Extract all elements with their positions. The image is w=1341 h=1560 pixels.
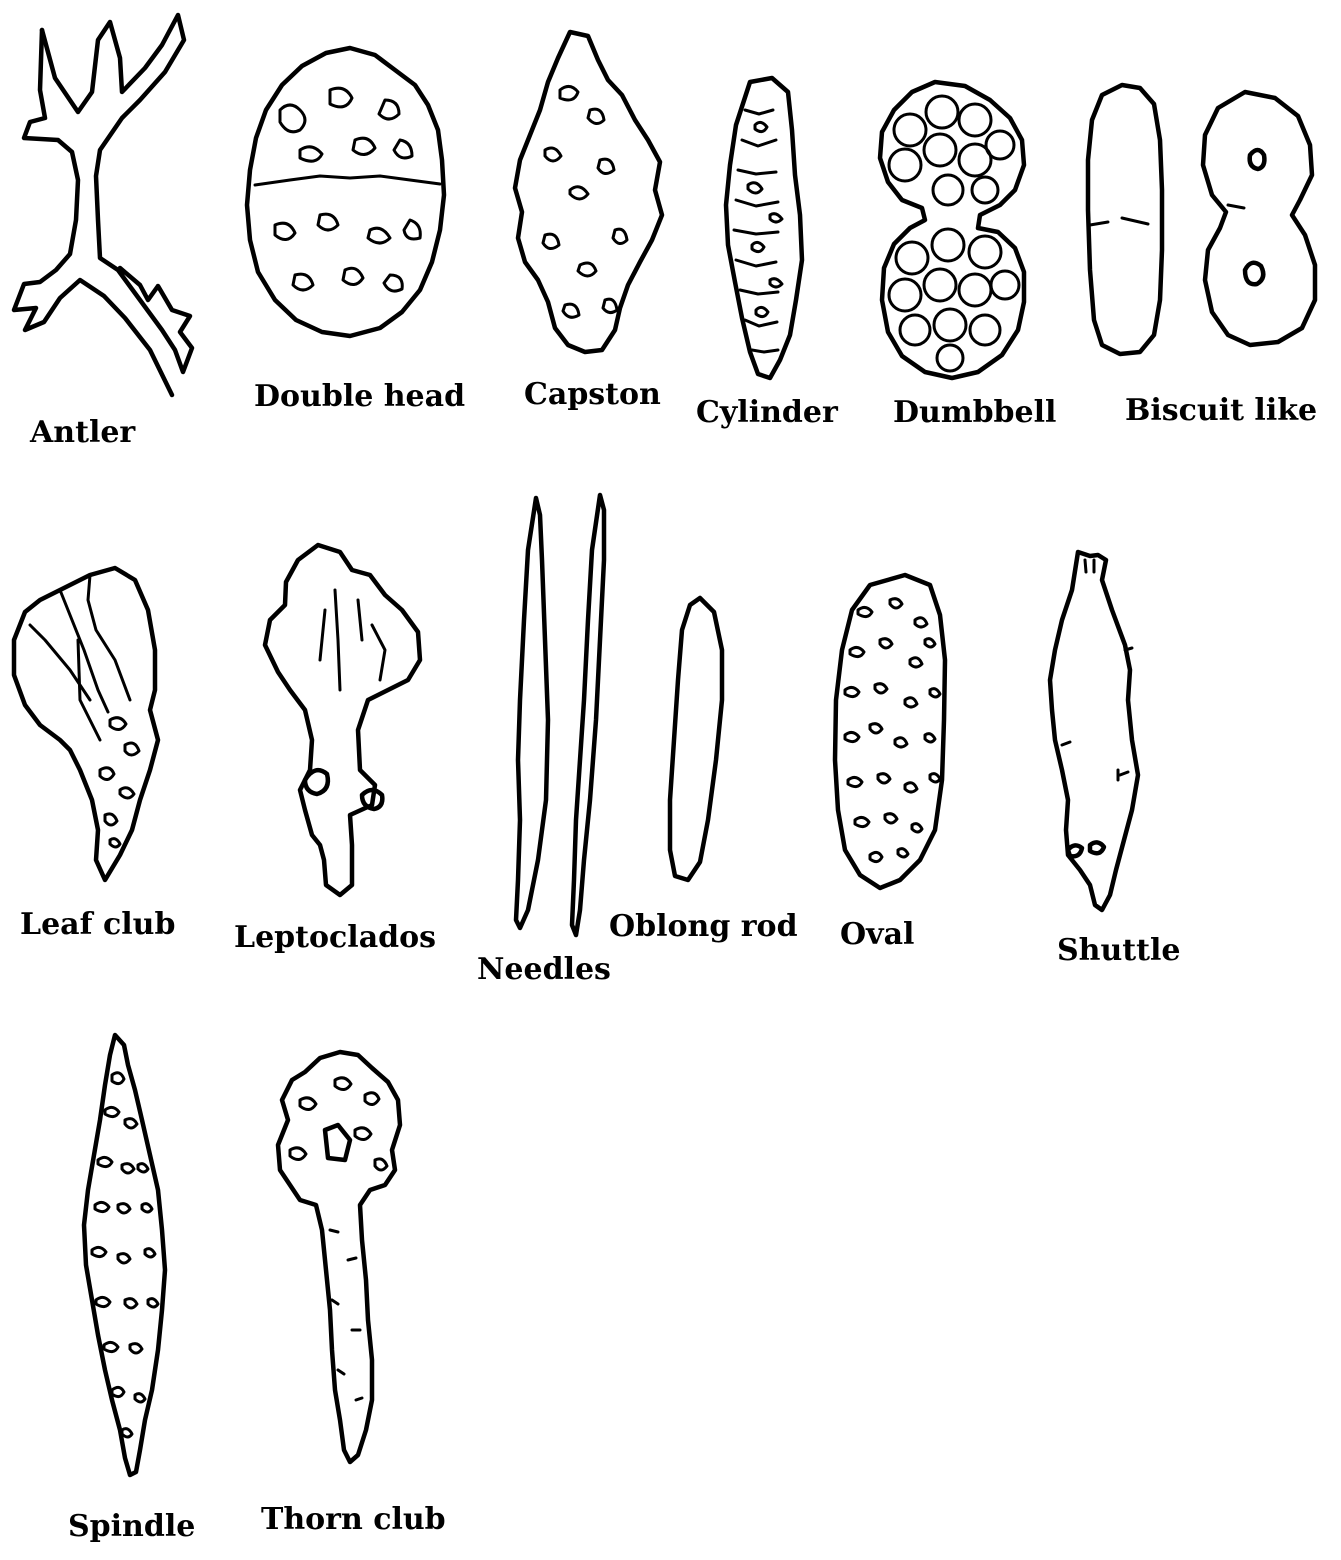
biscuit-rod-figure [1088,85,1162,354]
dumbbell-figure [880,82,1024,378]
label-needles: Needles [477,955,611,985]
label-oblong-rod: Oblong rod [609,912,798,942]
needle-1-figure [516,498,548,928]
label-oval: Oval [840,920,914,950]
leaf-club-figure [14,568,158,880]
capston-figure [515,32,662,352]
label-leaf-club: Leaf club [20,910,175,940]
needle-2-figure [572,495,604,935]
spindle-figure [84,1035,165,1475]
oval-figure [835,575,945,888]
thorn-club-figure [278,1052,400,1462]
label-capston: Capston [524,380,661,410]
antler-figure [14,15,192,395]
label-double-head: Double head [254,382,465,412]
label-spindle: Spindle [68,1512,195,1542]
double-head-figure [247,48,444,336]
label-shuttle: Shuttle [1057,936,1181,966]
label-cylinder: Cylinder [696,398,838,428]
oblong-rod-figure [670,598,722,880]
label-leptoclados: Leptoclados [234,923,436,953]
cylinder-figure [726,78,802,378]
label-dumbbell: Dumbbell [893,398,1056,428]
label-antler: Antler [30,418,135,448]
shuttle-figure [1050,552,1138,910]
leptoclados-figure [265,545,420,895]
label-thorn-club: Thorn club [261,1505,446,1535]
biscuit-eight-figure [1203,92,1315,345]
label-biscuit-like: Biscuit like [1125,396,1317,426]
